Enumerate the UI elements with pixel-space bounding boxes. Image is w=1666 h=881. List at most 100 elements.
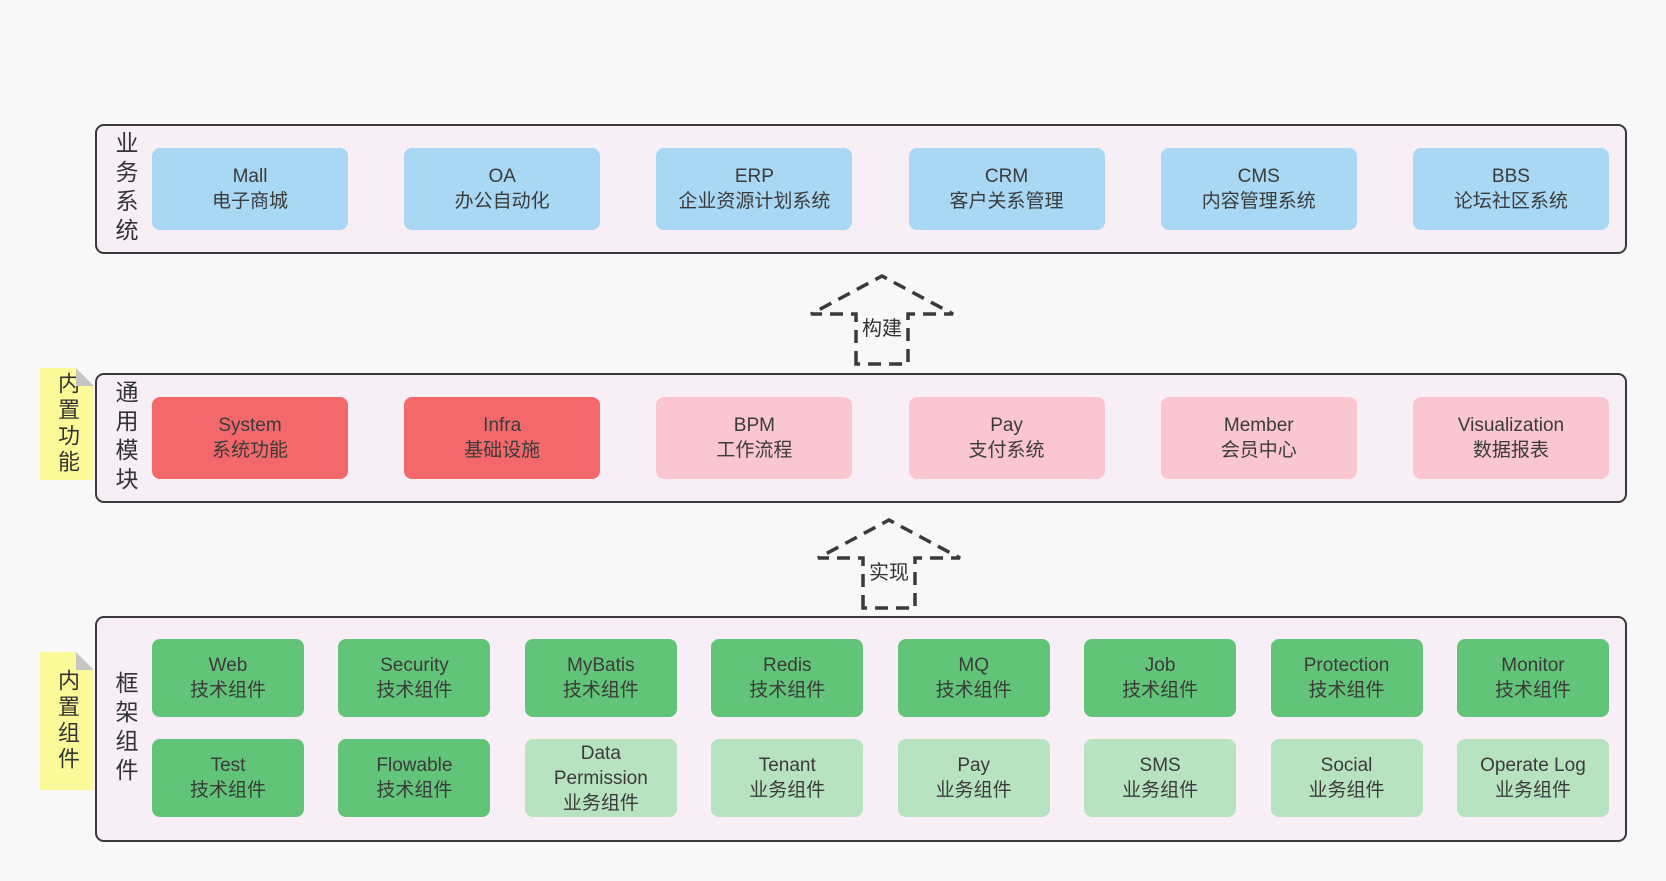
box-erp: ERP 企业资源计划系统 (656, 148, 853, 230)
box-subtitle: 业务组件 (749, 780, 826, 801)
box-title: BPM (733, 415, 775, 436)
box-subtitle: 工作流程 (716, 440, 793, 461)
box-title: CRM (984, 166, 1029, 187)
box-social: Social 业务组件 (1270, 739, 1423, 817)
box-title: ERP (734, 166, 774, 187)
folded-corner-icon (76, 368, 94, 386)
sticky-note-built-in-features: 内置功能 (40, 368, 94, 480)
box-test: Test 技术组件 (152, 739, 304, 817)
box-web: Web 技术组件 (152, 639, 304, 717)
tech-components-row: Web 技术组件 Security 技术组件 MyBatis 技术组件 Redi… (152, 639, 1609, 717)
sticky-note-text: 内置组件 (55, 669, 80, 773)
box-title: Pay (957, 755, 991, 776)
box-title: Security (380, 655, 449, 676)
box-mall: Mall 电子商城 (152, 148, 348, 230)
box-title: Social (1320, 755, 1373, 776)
box-flowable: Flowable 技术组件 (338, 739, 491, 817)
box-subtitle: 技术组件 (562, 680, 639, 701)
box-subtitle: 技术组件 (935, 680, 1012, 701)
box-subtitle: 企业资源计划系统 (678, 191, 831, 212)
box-mq: MQ 技术组件 (897, 639, 1050, 717)
box-sms: SMS 业务组件 (1084, 739, 1237, 817)
box-member: Member 会员中心 (1160, 397, 1357, 479)
box-job: Job 技术组件 (1084, 639, 1237, 717)
box-pay-system: Pay 支付系统 (908, 397, 1105, 479)
box-crm: CRM 客户关系管理 (908, 148, 1105, 230)
box-title: Tenant (758, 755, 816, 776)
box-subtitle: 业务组件 (935, 780, 1012, 801)
box-cms: CMS 内容管理系统 (1160, 148, 1357, 230)
box-redis: Redis 技术组件 (711, 639, 864, 717)
box-title: MyBatis (567, 655, 635, 676)
box-subtitle: 内容管理系统 (1201, 191, 1316, 212)
box-subtitle: 系统功能 (211, 440, 288, 461)
box-title: Flowable (376, 755, 453, 776)
box-title: Visualization (1457, 415, 1565, 436)
box-subtitle: 电子商城 (211, 191, 288, 212)
box-subtitle: 技术组件 (189, 680, 266, 701)
common-modules-row: System 系统功能 Infra 基础设施 BPM 工作流程 Pay 支付系统… (152, 397, 1609, 479)
box-system: System 系统功能 (152, 397, 348, 479)
box-title: Protection (1303, 655, 1390, 676)
arrow-label: 构建 (858, 312, 906, 341)
arrow-label: 实现 (865, 556, 913, 585)
arrow-implement: 实现 (814, 516, 964, 612)
dashed-up-arrow-icon (817, 518, 961, 610)
box-title: Infra (483, 415, 522, 436)
box-infra: Infra 基础设施 (404, 397, 601, 479)
layer-common-modules: 通用模块 System 系统功能 Infra 基础设施 BPM 工作流程 Pay… (95, 373, 1627, 503)
box-title: Operate Log (1480, 755, 1586, 776)
box-subtitle: 基础设施 (464, 440, 541, 461)
box-monitor: Monitor 技术组件 (1456, 639, 1609, 717)
box-title: Member (1223, 415, 1294, 436)
box-title: BBS (1491, 166, 1530, 187)
box-title: SMS (1139, 755, 1181, 776)
box-subtitle: 论坛社区系统 (1453, 191, 1568, 212)
box-bbs: BBS 论坛社区系统 (1412, 148, 1609, 230)
box-title: Redis (762, 655, 812, 676)
box-subtitle: 业务组件 (1122, 780, 1199, 801)
box-subtitle: 业务组件 (1308, 780, 1385, 801)
box-protection: Protection 技术组件 (1270, 639, 1423, 717)
box-title: Pay (990, 415, 1023, 436)
layer-business-systems: 业务系统 Mall 电子商城 OA 办公自动化 ERP 企业资源计划系统 CRM… (95, 124, 1627, 254)
framework-components-rows: Web 技术组件 Security 技术组件 MyBatis 技术组件 Redi… (152, 639, 1609, 817)
box-visualization: Visualization 数据报表 (1412, 397, 1609, 479)
sticky-note-text: 内置功能 (55, 372, 80, 476)
box-title: System (218, 415, 282, 436)
layer-label: 通用模块 (112, 380, 138, 496)
business-systems-row: Mall 电子商城 OA 办公自动化 ERP 企业资源计划系统 CRM 客户关系… (152, 148, 1609, 230)
box-title: Test (210, 755, 246, 776)
sticky-note-built-in-components: 内置组件 (40, 652, 94, 790)
box-title: CMS (1237, 166, 1280, 187)
box-mybatis: MyBatis 技术组件 (524, 639, 677, 717)
box-data-permission: Data Permission 业务组件 (524, 739, 677, 817)
box-subtitle: 技术组件 (1122, 680, 1199, 701)
box-oa: OA 办公自动化 (404, 148, 601, 230)
box-title: OA (488, 166, 516, 187)
layer-label: 业务系统 (112, 131, 138, 247)
layer-label: 框架组件 (112, 671, 138, 787)
box-title: Job (1144, 655, 1176, 676)
box-tenant: Tenant 业务组件 (711, 739, 864, 817)
box-subtitle: 技术组件 (189, 780, 266, 801)
box-title: Mall (232, 166, 268, 187)
box-security: Security 技术组件 (338, 639, 491, 717)
box-pay-business: Pay 业务组件 (897, 739, 1050, 817)
box-subtitle: 技术组件 (1308, 680, 1385, 701)
layer-framework-components: 框架组件 Web 技术组件 Security 技术组件 MyBatis 技术组件… (95, 616, 1627, 842)
box-subtitle: 数据报表 (1472, 440, 1549, 461)
box-subtitle: 技术组件 (376, 680, 453, 701)
arrow-build: 构建 (807, 272, 957, 368)
box-title: Web (208, 655, 248, 676)
box-subtitle: 技术组件 (749, 680, 826, 701)
dashed-up-arrow-icon (810, 274, 954, 366)
box-bpm: BPM 工作流程 (656, 397, 853, 479)
box-subtitle: 技术组件 (1494, 680, 1571, 701)
box-subtitle: 业务组件 (562, 792, 639, 814)
box-subtitle: 会员中心 (1220, 440, 1297, 461)
folded-corner-icon (76, 652, 94, 670)
box-subtitle: 支付系统 (968, 440, 1045, 461)
box-subtitle: 技术组件 (376, 780, 453, 801)
